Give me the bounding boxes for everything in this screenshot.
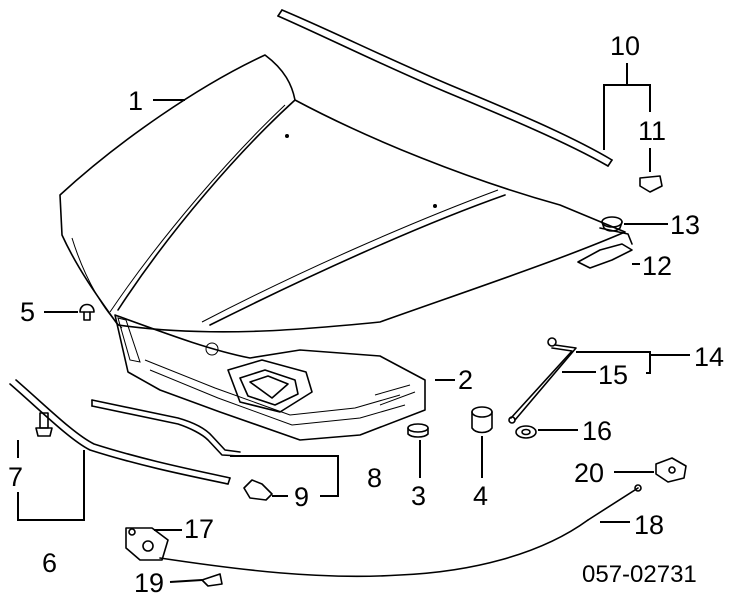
- grommet-16: [515, 425, 537, 439]
- leader-lines: [17, 63, 690, 583]
- callout-15: 15: [598, 360, 628, 390]
- grommet-13: [601, 216, 623, 232]
- support-rod: [508, 337, 577, 424]
- callout-12: 12: [642, 251, 672, 281]
- callout-20: 20: [574, 458, 604, 488]
- hood-insulator: [114, 314, 426, 441]
- clip-7: [35, 412, 53, 437]
- prop-rod: [91, 399, 241, 457]
- callout-6: 6: [42, 548, 57, 578]
- bumper-stop: [471, 406, 493, 434]
- hood-latch: [125, 527, 169, 561]
- grommet-3: [407, 423, 429, 438]
- reference-code: 057-02731: [582, 561, 697, 588]
- callout-8: 8: [367, 463, 382, 493]
- hood-panel: [59, 54, 626, 333]
- prop-rod-clip: [243, 479, 273, 501]
- hood-seal-strip: [9, 379, 231, 485]
- callout-labels: 1 2 3 4 5 6 7 8 9 10 11 12 13 14 15 16 1…: [8, 31, 724, 598]
- callout-9: 9: [294, 482, 309, 512]
- callout-14: 14: [694, 342, 724, 372]
- callout-13: 13: [670, 210, 700, 240]
- clip-5: [79, 303, 95, 321]
- callout-10: 10: [610, 31, 640, 61]
- clip-11: [639, 175, 663, 193]
- hood-weatherstrip: [277, 9, 613, 167]
- release-handle: [201, 573, 223, 587]
- callout-11: 11: [638, 116, 666, 146]
- callout-3: 3: [411, 481, 426, 511]
- hood-release-lever: [655, 457, 687, 483]
- callout-4: 4: [473, 481, 488, 511]
- callout-19: 19: [134, 568, 164, 598]
- callout-18: 18: [634, 510, 664, 540]
- callout-1: 1: [128, 86, 143, 116]
- callout-7: 7: [8, 462, 23, 492]
- callout-2: 2: [458, 365, 473, 395]
- release-cable: [159, 484, 642, 578]
- callout-17: 17: [184, 514, 214, 544]
- callout-5: 5: [20, 297, 35, 327]
- callout-16: 16: [582, 416, 612, 446]
